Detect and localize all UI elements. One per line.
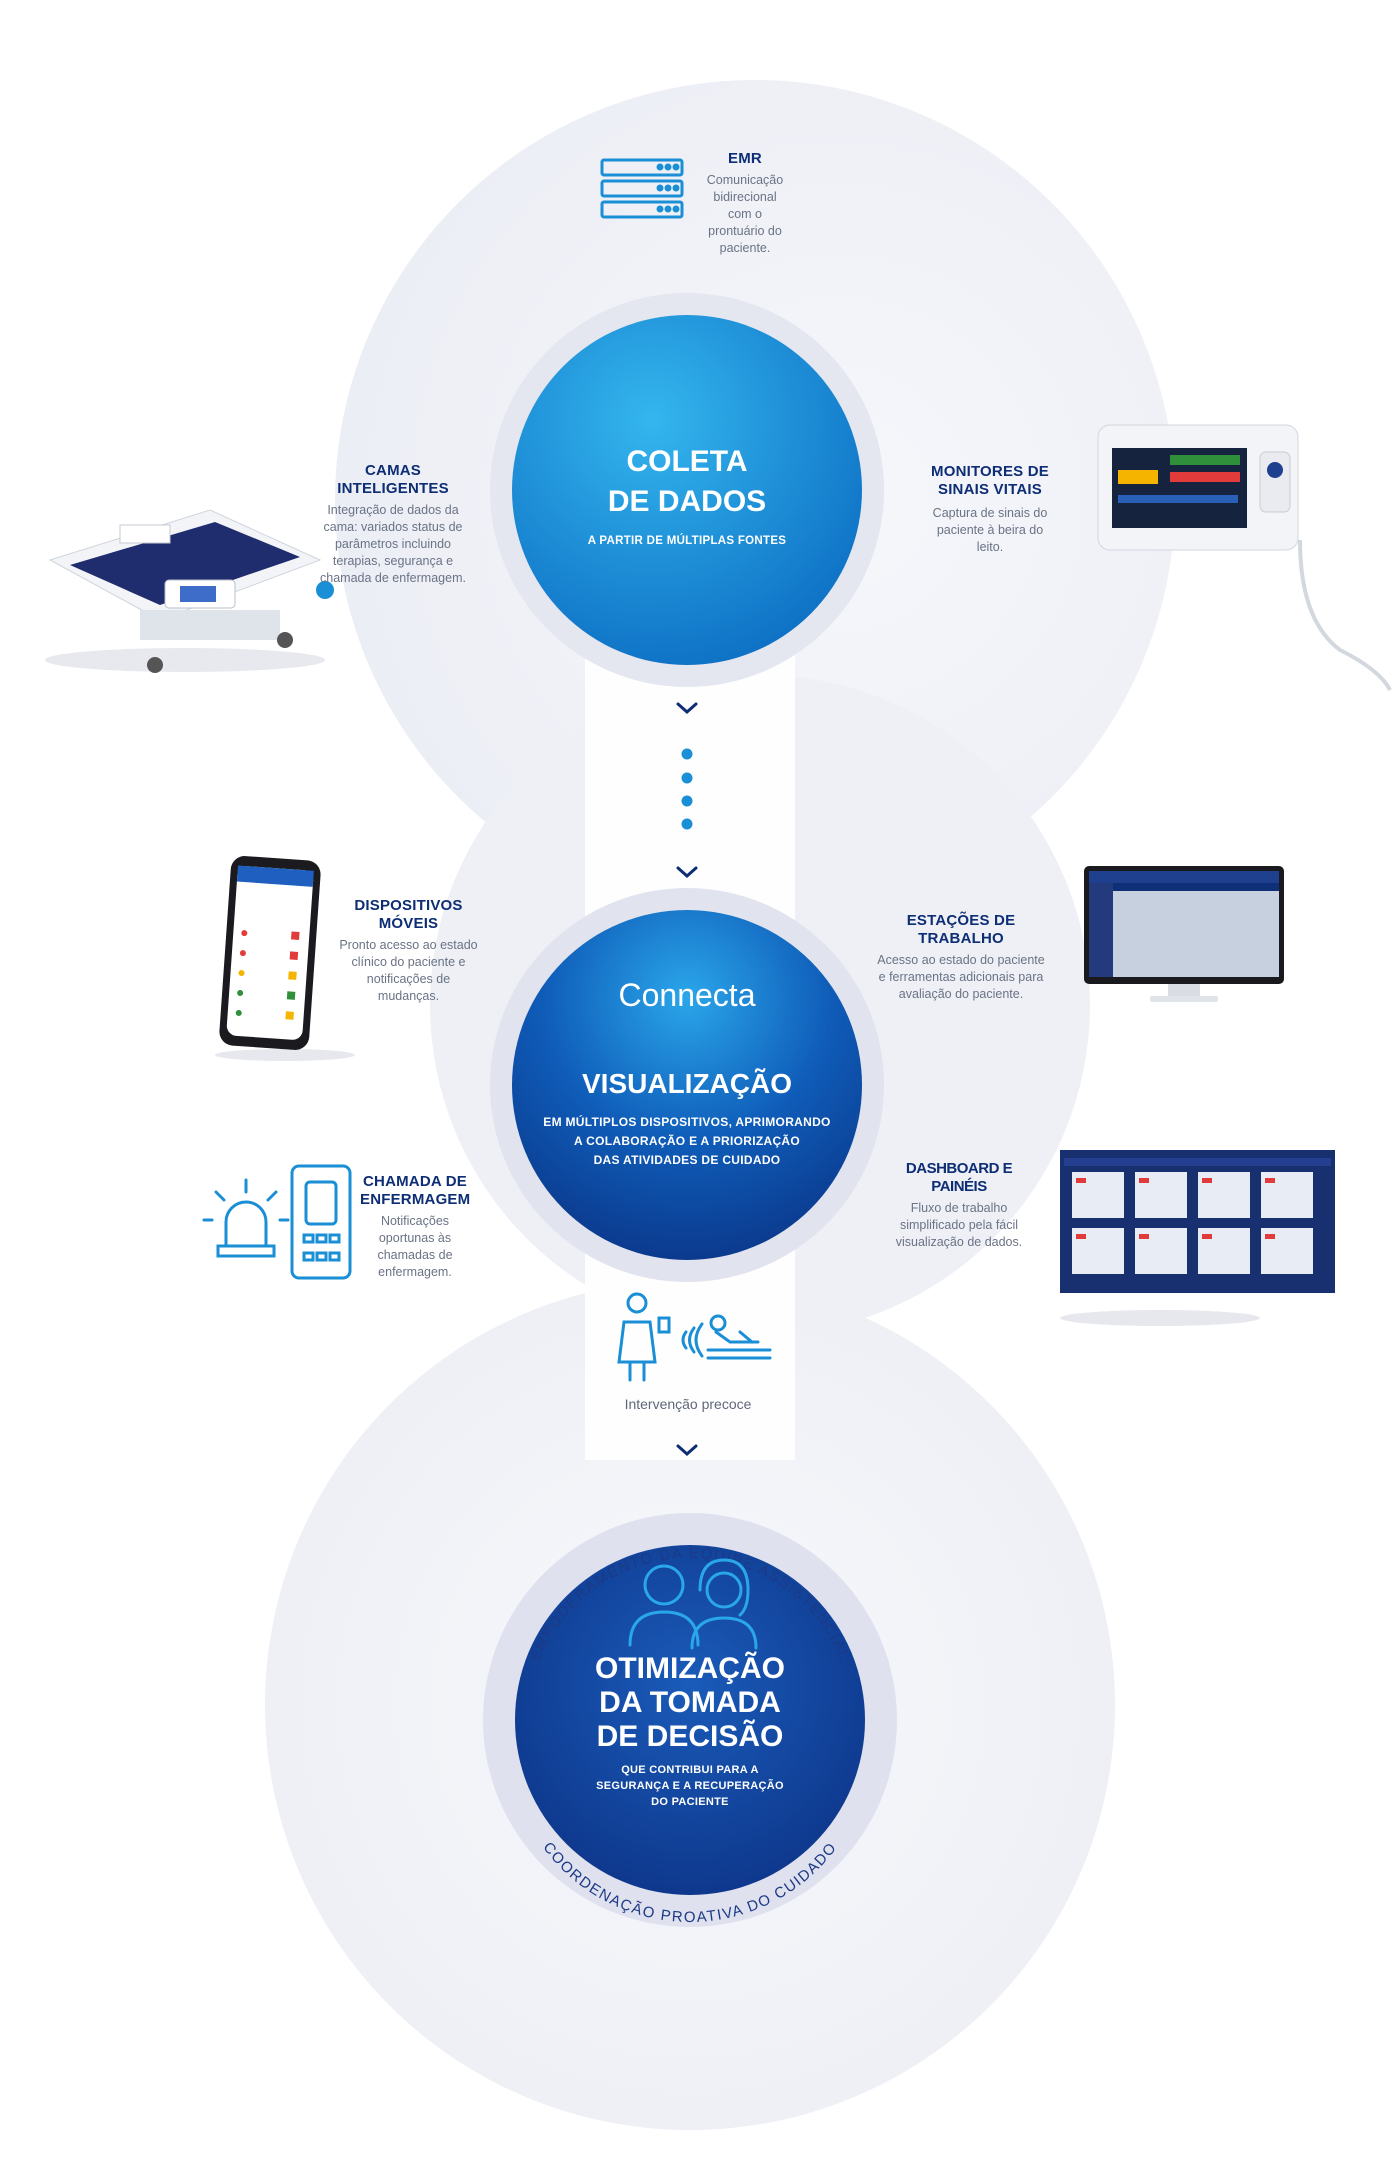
patient-bed-icon — [706, 1314, 772, 1360]
emr-desc: Comunicação bidirecional com o prontuári… — [706, 173, 784, 255]
collect-title-2: DE DADOS — [607, 485, 767, 518]
dashboard-title: DASHBOARD E PAINÉIS — [905, 1160, 1013, 1195]
visual-sub-3: DAS ATIVIDADES DE CUIDADO — [593, 1153, 781, 1167]
smart-beds-block: CAMAS INTELIGENTES Integração de dados d… — [308, 462, 478, 587]
workstation-monitor-image — [1084, 866, 1284, 1002]
chevron-down-icon — [676, 1444, 698, 1457]
flow-dot — [681, 795, 693, 807]
nurse-call-title: CHAMADA DE ENFERMAGEM — [360, 1173, 471, 1208]
circle-optimize — [515, 1545, 865, 1895]
chevron-down-icon — [676, 702, 698, 715]
optimize-sub-2: SEGURANÇA E A RECUPERAÇÃO — [596, 1780, 784, 1792]
smartphone-image — [215, 856, 355, 1061]
flow-dot — [681, 772, 693, 784]
mobile-title: DISPOSITIVOS MÓVEIS — [354, 897, 463, 932]
mobile-desc: Pronto acesso ao estado clínico do pacie… — [339, 938, 478, 1003]
collect-title-1: COLETA — [626, 445, 748, 478]
nurse-call-remote-icon — [290, 1164, 352, 1280]
flow-dot — [681, 748, 693, 760]
emr-block: EMR Comunicação bidirecional com o pront… — [690, 150, 800, 257]
nurse-call-desc: Notificações oportunas às chamadas de en… — [377, 1214, 453, 1279]
collect-circle-text: COLETA DE DADOS A PARTIR DE MÚLTIPLAS FO… — [512, 442, 862, 551]
collect-sub: A PARTIR DE MÚLTIPLAS FONTES — [587, 535, 787, 547]
smart-beds-title: CAMAS INTELIGENTES — [337, 462, 449, 497]
chevron-down-icon — [676, 866, 698, 879]
vital-monitors-desc: Captura de sinais do paciente à beira do… — [932, 506, 1048, 554]
circle-collect — [512, 315, 862, 665]
nurse-icon — [617, 1292, 671, 1382]
care-team-icon — [628, 1558, 758, 1650]
optimize-circle-text: OTIMIZAÇÃO DA TOMADA DE DECISÃO QUE CONT… — [515, 1652, 865, 1810]
vital-monitors-title: MONITORES DE SINAIS VITAIS — [931, 463, 1049, 498]
optimize-sub-1: QUE CONTRIBUI PARA A — [621, 1764, 759, 1776]
dashboard-desc: Fluxo de trabalho simplificado pela fáci… — [895, 1201, 1023, 1249]
visual-circle-text: Connecta VISUALIZAÇÃO EM MÚLTIPLOS DISPO… — [512, 975, 862, 1170]
workstations-desc: Acesso ao estado do paciente e ferrament… — [877, 953, 1045, 1001]
vital-signs-monitor-image — [1097, 424, 1392, 691]
circle-visual — [512, 910, 862, 1260]
emr-title: EMR — [728, 150, 762, 167]
signal-waves-icon — [681, 1322, 704, 1358]
visual-title: VISUALIZAÇÃO — [582, 1068, 792, 1099]
mobile-block: DISPOSITIVOS MÓVEIS Pronto acesso ao est… — [336, 897, 481, 1005]
nurse-call-block: CHAMADA DE ENFERMAGEM Notificações oport… — [360, 1173, 470, 1281]
visual-sub-2: A COLABORAÇÃO E A PRIORIZAÇÃO — [573, 1134, 801, 1148]
dashboard-block: DASHBOARD E PAINÉIS Fluxo de trabalho si… — [884, 1160, 1034, 1251]
connecta-brand: Connecta — [618, 977, 756, 1013]
workstations-title: ESTAÇÕES DE TRABALHO — [906, 912, 1016, 947]
alarm-light-icon — [202, 1178, 290, 1258]
server-icon — [600, 158, 684, 219]
optimize-title-1: OTIMIZAÇÃO — [595, 1652, 785, 1685]
dashboard-panel-image — [1060, 1150, 1335, 1326]
smart-beds-desc: Integração de dados da cama: variados st… — [320, 503, 466, 585]
vital-monitors-block: MONITORES DE SINAIS VITAIS Captura de si… — [920, 463, 1060, 556]
optimize-sub-3: DO PACIENTE — [651, 1796, 729, 1808]
flow-dot — [681, 818, 693, 830]
optimize-title-3: DE DECISÃO — [596, 1720, 784, 1753]
early-intervention-label: Intervenção precoce — [624, 1396, 752, 1412]
visual-sub-1: EM MÚLTIPLOS DISPOSITIVOS, APRIMORANDO — [543, 1115, 831, 1129]
optimize-title-2: DA TOMADA — [599, 1686, 781, 1719]
workstations-block: ESTAÇÕES DE TRABALHO Acesso ao estado do… — [876, 912, 1046, 1003]
smart-bed-image — [45, 509, 334, 673]
